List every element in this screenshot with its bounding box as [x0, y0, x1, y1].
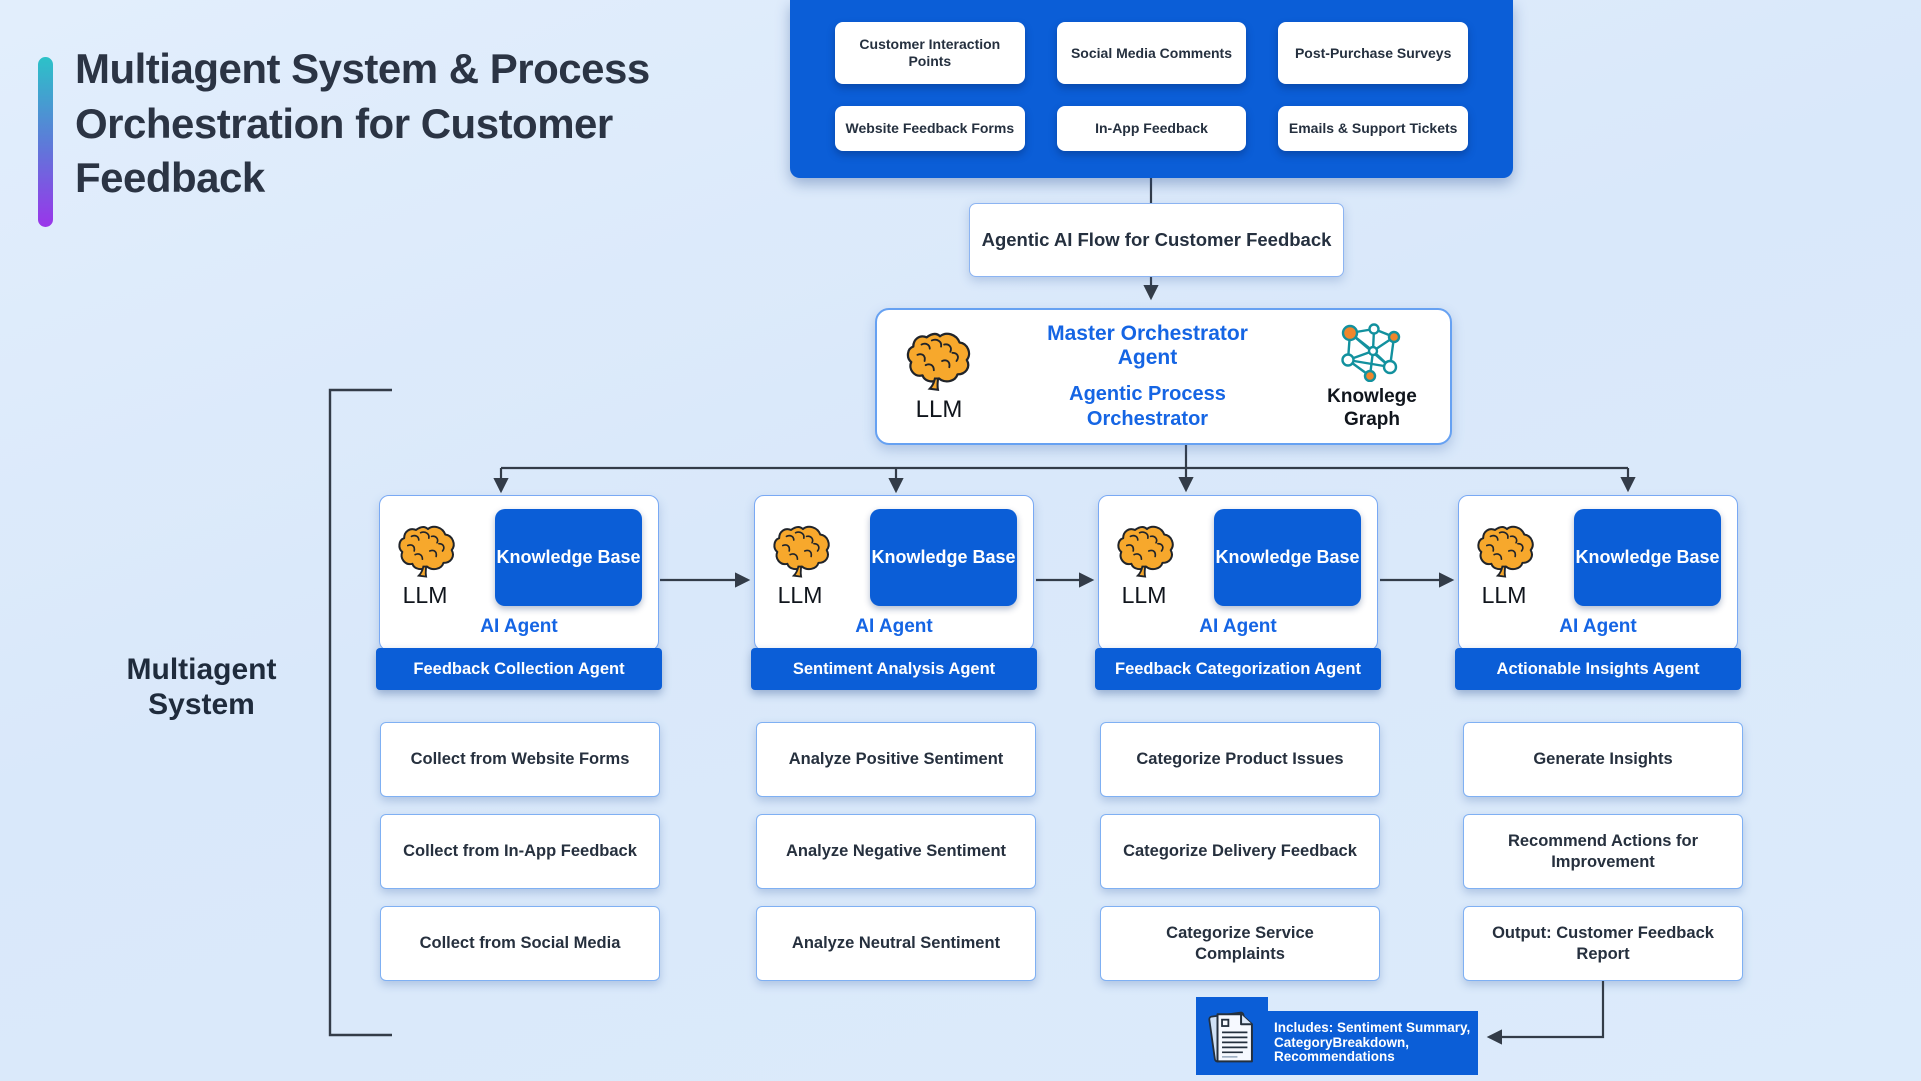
knowledge-base-box: Knowledge Base [870, 509, 1017, 606]
task-box: Categorize Delivery Feedback [1100, 814, 1380, 889]
task-box: Categorize Product Issues [1100, 722, 1380, 797]
agent-card-feedback-collection: LLM Knowledge Base AI Agent [379, 495, 659, 651]
ai-agent-label: AI Agent [480, 616, 558, 637]
task-box: Analyze Neutral Sentiment [756, 906, 1036, 981]
report-line: Recommendations [1274, 1049, 1395, 1065]
title-accent-bar [38, 57, 53, 227]
brain-icon [906, 332, 971, 391]
ai-agent-label: AI Agent [1199, 616, 1277, 637]
knowledge-graph: Knowlege Graph [1320, 322, 1424, 431]
agent-card-actionable-insights: LLM Knowledge Base AI Agent [1458, 495, 1738, 651]
brain-icon [398, 525, 455, 578]
master-llm: LLM [903, 330, 975, 424]
agent-name-bar: Actionable Insights Agent [1455, 648, 1741, 690]
document-icon [1208, 1011, 1253, 1063]
knowledge-base-box: Knowledge Base [495, 509, 642, 606]
task-box: Analyze Negative Sentiment [756, 814, 1036, 889]
task-box: Collect from In-App Feedback [380, 814, 660, 889]
source-chip: Post-Purchase Surveys [1278, 22, 1468, 84]
page-title: Multiagent System & Process Orchestratio… [75, 45, 650, 202]
task-box: Output: Customer Feedback Report [1463, 906, 1743, 981]
ai-agent-label: AI Agent [1559, 616, 1637, 637]
report-includes-box: Includes: Sentiment Summary, CategoryBre… [1266, 1011, 1478, 1075]
master-orchestrator-card: LLM Master Orchestrator Agent Agentic Pr… [875, 308, 1452, 445]
knowledge-base-box: Knowledge Base [1214, 509, 1361, 606]
agent-name-bar: Sentiment Analysis Agent [751, 648, 1037, 690]
llm-label: LLM [1121, 582, 1167, 608]
agent-card-sentiment-analysis: LLM Knowledge Base AI Agent [754, 495, 1034, 651]
source-chip: Social Media Comments [1056, 22, 1247, 84]
llm-label: LLM [402, 582, 448, 608]
source-chip: Customer Interaction Points [835, 22, 1025, 84]
ai-agent-label: AI Agent [855, 616, 933, 637]
task-box: Recommend Actions for Improvement [1463, 814, 1743, 889]
report-line: Includes: Sentiment Summary, [1274, 1020, 1471, 1036]
master-orchestrator-subtitle: Agentic Process Orchestrator [1069, 382, 1226, 430]
task-box: Collect from Social Media [380, 906, 660, 981]
agentic-flow-label-box: Agentic AI Flow for Customer Feedback [969, 203, 1344, 277]
llm-label: LLM [915, 395, 963, 423]
brain-icon [773, 525, 830, 578]
knowledge-base-box: Knowledge Base [1574, 509, 1721, 606]
brain-icon [1477, 525, 1534, 578]
source-chip: Emails & Support Tickets [1278, 105, 1468, 151]
llm-label: LLM [1481, 582, 1527, 608]
task-box: Generate Insights [1463, 722, 1743, 797]
knowledge-graph-label: Knowlege Graph [1327, 386, 1417, 430]
agent-name-bar: Feedback Categorization Agent [1095, 648, 1381, 690]
task-box: Collect from Website Forms [380, 722, 660, 797]
source-chip: Website Feedback Forms [835, 105, 1025, 151]
customer-feedback-sources-panel: Customer Interaction Points Social Media… [790, 0, 1513, 178]
knowledge-graph-icon [1341, 323, 1401, 383]
report-icon-tile [1196, 997, 1268, 1075]
multiagent-system-label: Multiagent System [126, 653, 277, 721]
agent-name-bar: Feedback Collection Agent [376, 648, 662, 690]
report-line: CategoryBreakdown, [1274, 1034, 1410, 1050]
agent-card-feedback-categorization: LLM Knowledge Base AI Agent [1098, 495, 1378, 651]
brain-icon [1117, 525, 1174, 578]
master-orchestrator-title: Master Orchestrator Agent [1047, 321, 1248, 369]
source-chip: In-App Feedback [1056, 105, 1247, 151]
llm-label: LLM [777, 582, 823, 608]
task-box: Analyze Positive Sentiment [756, 722, 1036, 797]
task-box: Categorize Service Complaints [1100, 906, 1380, 981]
